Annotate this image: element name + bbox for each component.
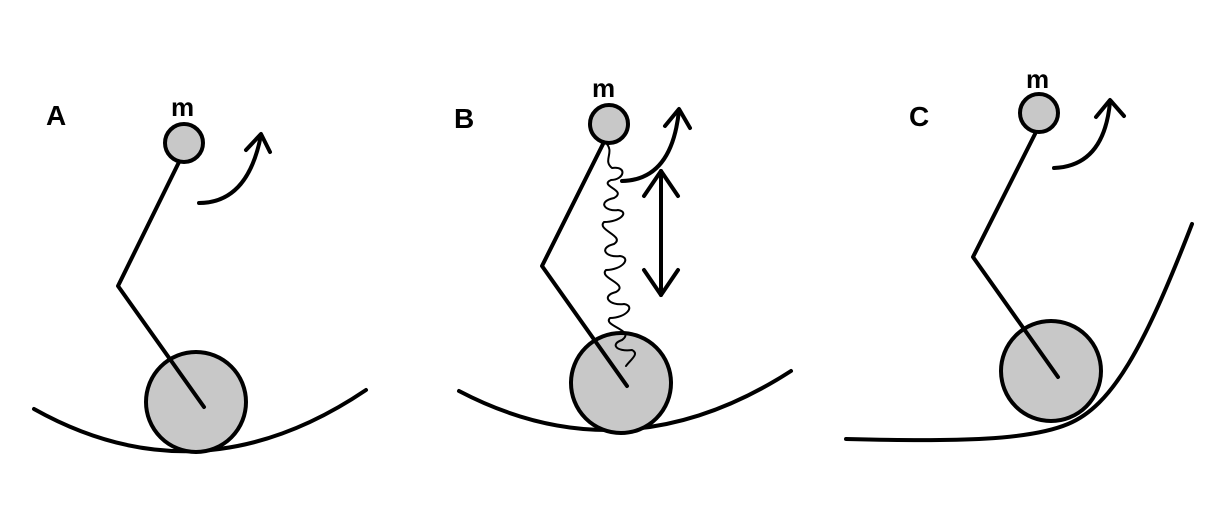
mass-label-c: m xyxy=(1026,64,1049,94)
leg-a xyxy=(116,156,206,409)
mass-c xyxy=(1018,92,1060,134)
panel-c: C m xyxy=(844,64,1194,443)
mass-label-b: m xyxy=(592,73,615,103)
leg-b xyxy=(540,138,629,388)
rotation-arrow-b xyxy=(620,107,692,183)
wheel-a xyxy=(144,350,248,454)
spring-b xyxy=(601,141,636,367)
double-arrow-b xyxy=(642,169,680,297)
ground-curve-c xyxy=(844,222,1194,443)
panel-label-b: B xyxy=(454,103,474,134)
panel-b: B m xyxy=(454,73,793,435)
leg-c xyxy=(971,130,1060,379)
wheel-b xyxy=(569,331,673,435)
mass-label-a: m xyxy=(171,92,194,122)
mass-a xyxy=(163,122,205,164)
panel-label-c: C xyxy=(909,101,929,132)
rotation-arrow-c xyxy=(1052,98,1126,170)
rotation-arrow-a xyxy=(197,132,272,205)
wheel-c xyxy=(999,319,1103,423)
panel-a: A m xyxy=(32,92,368,454)
panel-label-a: A xyxy=(46,100,66,131)
mass-b xyxy=(588,103,630,145)
